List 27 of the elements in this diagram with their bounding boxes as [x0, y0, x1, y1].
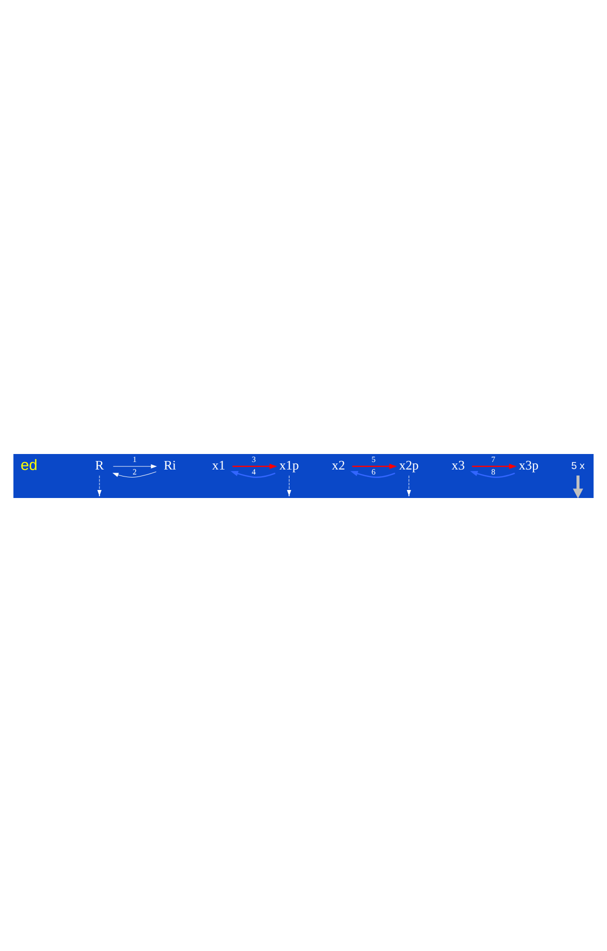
node-text: x1 [212, 457, 226, 472]
arrow [112, 464, 157, 468]
node-text: x3p [518, 457, 538, 472]
edge-label: 6 [372, 466, 376, 476]
node-text: x2 [332, 457, 346, 472]
arrow [350, 470, 396, 478]
node-text: 5 x [571, 460, 585, 472]
edge-label: 1 [132, 454, 137, 464]
arrow [230, 470, 276, 478]
arrow [352, 463, 397, 468]
node-text: R [95, 457, 104, 472]
arrow [472, 463, 517, 468]
node-text: x1p [279, 457, 299, 472]
node-text: x3 [452, 457, 465, 472]
edge-label: 5 [372, 454, 376, 464]
edge-label: 2 [132, 466, 137, 476]
arrow [470, 470, 515, 478]
node-text: x2p [399, 457, 419, 472]
arrow [287, 474, 292, 496]
arrow [232, 463, 278, 468]
label: ed [20, 456, 38, 474]
edge-label: 7 [491, 454, 496, 464]
node-text: Ri [164, 457, 176, 472]
edge-label: 3 [252, 454, 256, 464]
edge-label: 8 [491, 466, 496, 476]
edge-label: 4 [252, 466, 256, 476]
arrow [112, 471, 156, 477]
